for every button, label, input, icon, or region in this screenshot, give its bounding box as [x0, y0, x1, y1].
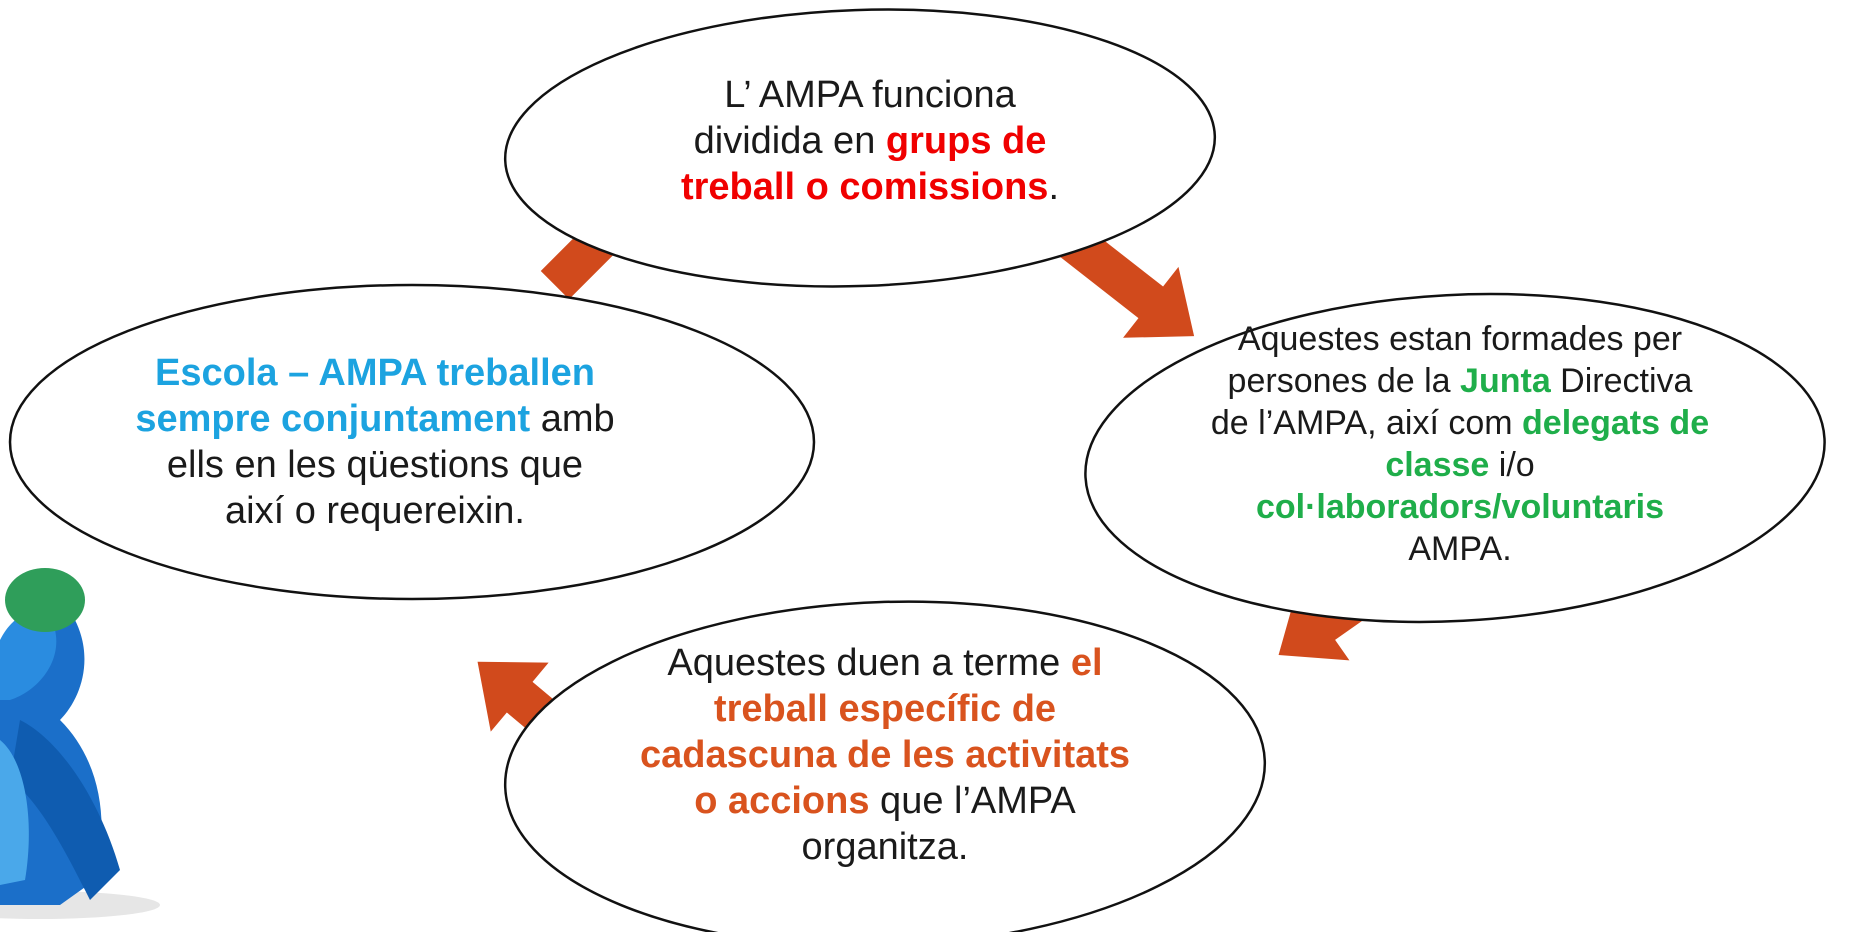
- node-bottom-highlight-1: el: [1070, 642, 1103, 684]
- node-top-line2: dividida en: [693, 120, 886, 162]
- node-left-highlight-2: sempre conjuntament: [135, 398, 531, 440]
- node-right-line1: Aquestes estan formades per: [1237, 320, 1683, 358]
- node-left-line2: amb: [530, 398, 615, 440]
- node-left-text: Escola – AMPA treballen sempre conjuntam…: [120, 350, 630, 534]
- node-right-text: Aquestes estan formades per persones de …: [1180, 318, 1740, 570]
- node-right-line4-post: i/o: [1489, 446, 1535, 484]
- node-left-highlight-1: Escola – AMPA treballen: [155, 352, 595, 394]
- node-right-line2-post: Directiva: [1550, 362, 1693, 400]
- node-right-highlight-delegats: delegats de: [1522, 404, 1710, 442]
- node-right-line6: AMPA.: [1408, 530, 1512, 568]
- node-right-ellipse: [1084, 292, 1826, 624]
- arrows: [0, 0, 585, 2]
- node-right-line3-pre: de l’AMPA, així com: [1210, 404, 1523, 442]
- node-top-text: L’ AMPA funciona dividida en grups de tr…: [630, 72, 1110, 210]
- node-right-highlight-collaboradors: col·laboradors/voluntaris: [1255, 488, 1665, 526]
- arrow-left-to-top: [0, 0, 585, 2]
- node-bottom-highlight-3: cadascuna de les activitats: [639, 734, 1131, 776]
- node-top-highlight-1: grups de: [885, 120, 1047, 162]
- node-top-line1: L’ AMPA funciona: [724, 74, 1016, 116]
- node-right-highlight-junta: Junta: [1460, 362, 1551, 400]
- node-bottom-ellipse: [503, 600, 1267, 932]
- node-top-ellipse: [503, 8, 1217, 288]
- node-bottom-line5: organitza.: [801, 826, 969, 868]
- node-top-period: .: [1048, 166, 1059, 208]
- node-right-highlight-classe: classe: [1385, 446, 1490, 484]
- node-left-line3: ells en les qüestions que: [166, 444, 584, 486]
- node-bottom-line4-post: que l’AMPA: [869, 780, 1076, 822]
- figures-icon: [0, 568, 160, 919]
- node-bottom-text: Aquestes duen a terme el treball específ…: [600, 640, 1170, 870]
- node-top-highlight-2: treball o comissions: [680, 166, 1049, 208]
- node-bottom-highlight-4: o accions: [694, 780, 870, 822]
- node-left-ellipse: [8, 283, 816, 601]
- node-right-line2-pre: persones de la: [1227, 362, 1461, 400]
- node-left-line4: així o requereixin.: [225, 490, 525, 532]
- node-bottom-highlight-2: treball específic de: [713, 688, 1057, 730]
- node-bottom-line1-pre: Aquestes duen a terme: [667, 642, 1071, 684]
